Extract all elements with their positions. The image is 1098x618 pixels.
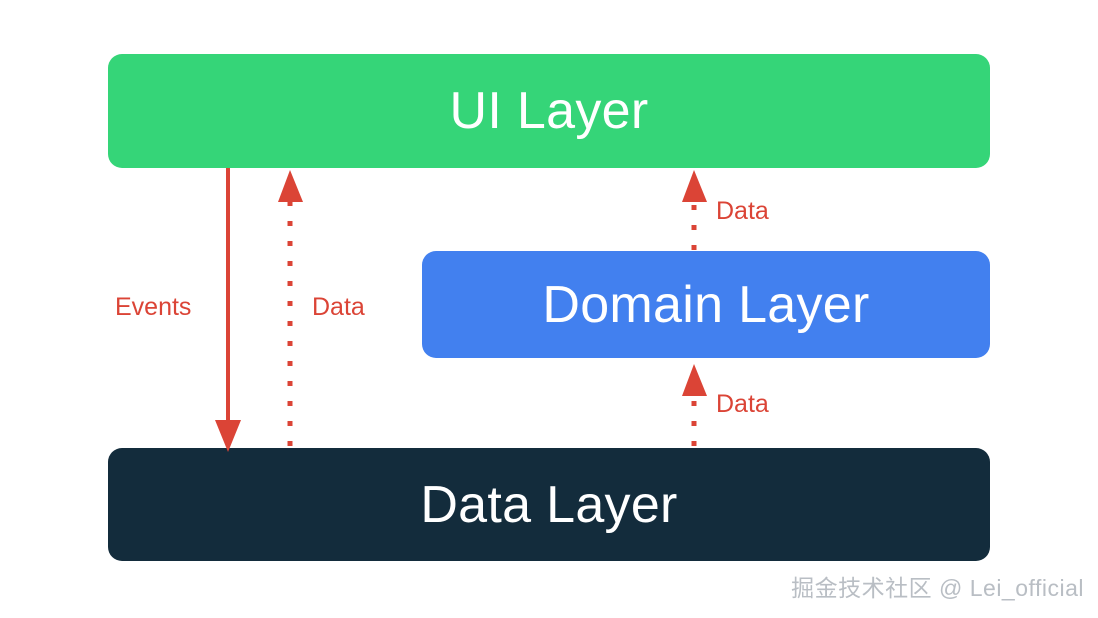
data-to-ui-arrow-label: Data [312, 293, 365, 321]
domain-to-ui-arrow [682, 170, 707, 250]
events-arrow-label: Events [115, 293, 192, 321]
domain-to-ui-arrow-label: Data [716, 197, 769, 225]
ui-layer-box: UI Layer [108, 54, 990, 168]
domain-layer-box: Domain Layer [422, 251, 990, 358]
data-to-domain-arrow-label: Data [716, 390, 769, 418]
watermark-text: 掘金技术社区 @ Lei_official [791, 575, 1084, 601]
ui-layer-label: UI Layer [449, 82, 649, 140]
domain-layer-label: Domain Layer [542, 275, 870, 334]
domain-to-ui-arrow-head [682, 170, 707, 202]
data-to-domain-arrow-head [682, 364, 707, 396]
events-arrow [215, 168, 241, 452]
data-layer-box: Data Layer [108, 448, 990, 561]
data-to-ui-arrow-head [278, 170, 303, 202]
data-to-domain-arrow [682, 364, 707, 446]
data-layer-label: Data Layer [420, 475, 678, 534]
data-to-ui-arrow [278, 170, 303, 446]
